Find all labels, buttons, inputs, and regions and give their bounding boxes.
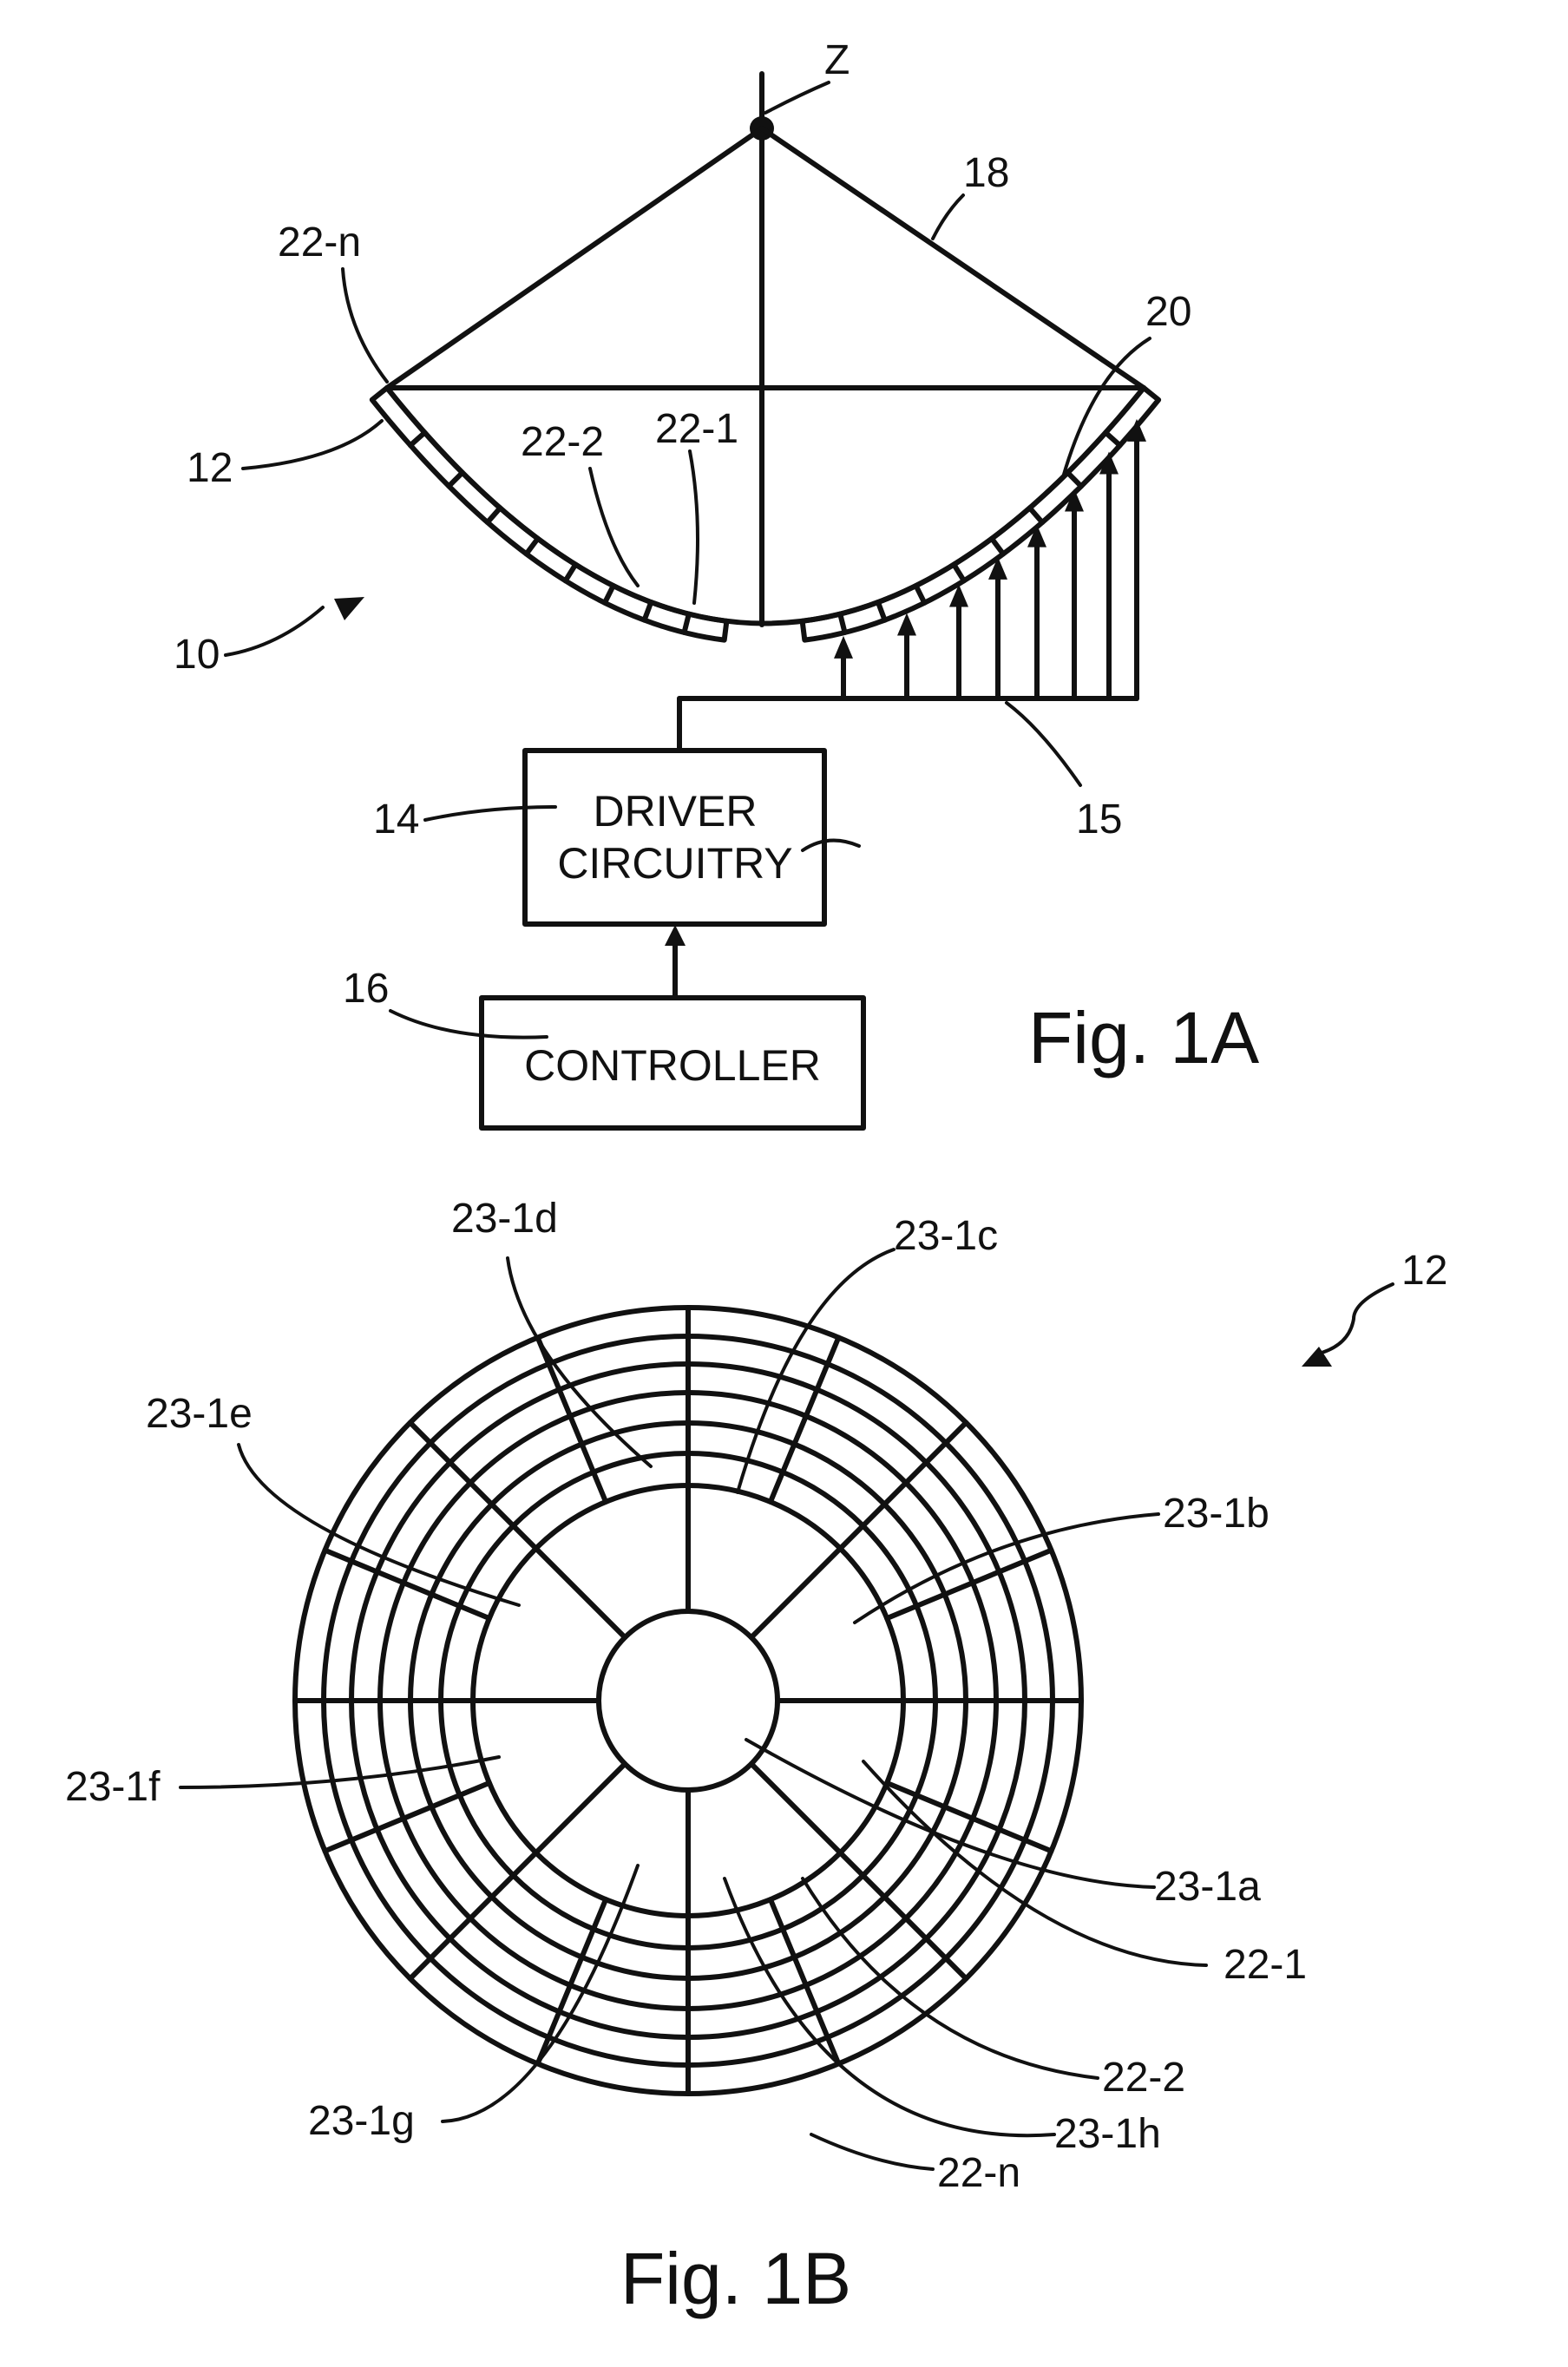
left-mirror-strip-divider (685, 614, 689, 633)
label-12-fig1a: 12 (187, 445, 233, 491)
outer-radial-divider (887, 1783, 1051, 1851)
mirror-inner-curve (387, 388, 1144, 624)
label-23-1f: 23-1f (65, 1764, 161, 1810)
left-mirror-strip-divider (488, 508, 500, 522)
caption-fig-1b: Fig. 1B (620, 2238, 851, 2319)
label-z: Z (824, 37, 850, 83)
label-10: 10 (174, 632, 220, 678)
label-23-1b: 23-1b (1163, 1491, 1269, 1537)
label-23-1c: 23-1c (894, 1213, 998, 1259)
leader-23-1e (239, 1445, 519, 1605)
radial-spoke (410, 1764, 625, 1978)
left-mirror-strip-divider (449, 473, 463, 487)
left-mirror-strip-divider (566, 565, 576, 581)
right-mirror-strip-divider (840, 614, 844, 633)
leader-22-1 (690, 451, 698, 603)
right-mirror-strip-divider (1105, 433, 1119, 446)
label-22n-fig1b: 22-n (937, 2150, 1020, 2196)
label-23-1g: 23-1g (308, 2098, 415, 2144)
outer-radial-divider (771, 1337, 838, 1501)
driver-line-2: CIRCUITRY (557, 839, 792, 888)
fig-1a: DRIVER CIRCUITRY CONTROLLER Z 18 22-n 20… (174, 37, 1259, 1128)
leader-22n-fig1b (811, 2134, 933, 2169)
leader-15 (1007, 703, 1080, 785)
label-15: 15 (1076, 797, 1122, 843)
left-mirror-strip-divider (410, 433, 424, 446)
leader-14 (425, 807, 555, 820)
driver-circuitry-box (525, 751, 824, 924)
label-20: 20 (1145, 289, 1191, 335)
leader-z (765, 82, 829, 113)
left-mirror-strip-divider (527, 539, 538, 554)
actuator-arrow-head (834, 636, 853, 659)
outer-radial-divider (538, 1337, 606, 1501)
right-mirror-strip-divider (1030, 508, 1042, 522)
label-16: 16 (343, 966, 389, 1012)
label-23-1e: 23-1e (146, 1391, 253, 1437)
radial-spoke (751, 1423, 966, 1637)
leader-16 (390, 1011, 547, 1038)
left-mirror-strip-divider (605, 586, 613, 603)
label-12-fig1b: 12 (1401, 1248, 1447, 1294)
actuator-arrows (834, 419, 1146, 698)
mirror-segments-right (803, 388, 1159, 640)
label-22n: 22-n (278, 220, 361, 266)
label-22-1-fig1a: 22-1 (655, 406, 738, 452)
label-14: 14 (373, 797, 419, 843)
right-mirror-strip-divider (916, 586, 925, 603)
outer-radial-divider (325, 1551, 489, 1618)
outer-radial-divider (538, 1899, 606, 2063)
caption-fig-1a: Fig. 1A (1028, 997, 1259, 1079)
leader-12a (243, 421, 382, 469)
segmented-mirror-disc (295, 1308, 1081, 2094)
label-23-1a: 23-1a (1154, 1864, 1261, 1910)
outer-radial-divider (771, 1899, 838, 2063)
left-mirror-strip-divider (645, 602, 652, 620)
right-mirror-strip-divider (1067, 473, 1080, 487)
controller-to-driver-arrowhead (665, 925, 686, 946)
outer-radial-divider (325, 1783, 489, 1851)
radial-spoke (751, 1764, 966, 1978)
leader-14b (803, 841, 859, 850)
label-22-1-fig1b: 22-1 (1224, 1942, 1307, 1988)
cone-left-line (387, 128, 762, 388)
label-23-1h: 23-1h (1054, 2111, 1161, 2157)
controller-text: CONTROLLER (524, 1041, 821, 1090)
driver-line-1: DRIVER (594, 787, 758, 836)
fig-1b: 12 23-1d 23-1c 23-1e 23-1b 23-1f 23-1a 2… (65, 1196, 1447, 2319)
cone-right-line (762, 128, 1144, 388)
right-mirror-strip-divider (954, 565, 964, 581)
right-mirror-strip-divider (878, 602, 885, 620)
right-mirror-strip-outline (803, 388, 1159, 640)
leader-22-2 (590, 469, 638, 586)
label-23-1d: 23-1d (451, 1196, 558, 1242)
label-18: 18 (963, 150, 1009, 196)
label-22-2-fig1a: 22-2 (521, 419, 604, 465)
leader-22n (343, 269, 387, 382)
right-mirror-strip-divider (992, 539, 1003, 554)
label-22-2-fig1b: 22-2 (1102, 2055, 1185, 2101)
leader-12-fig1b (1319, 1284, 1393, 1354)
leader-10 (226, 607, 323, 655)
leader-18 (933, 195, 963, 239)
leader-10-arrowhead (334, 597, 364, 620)
